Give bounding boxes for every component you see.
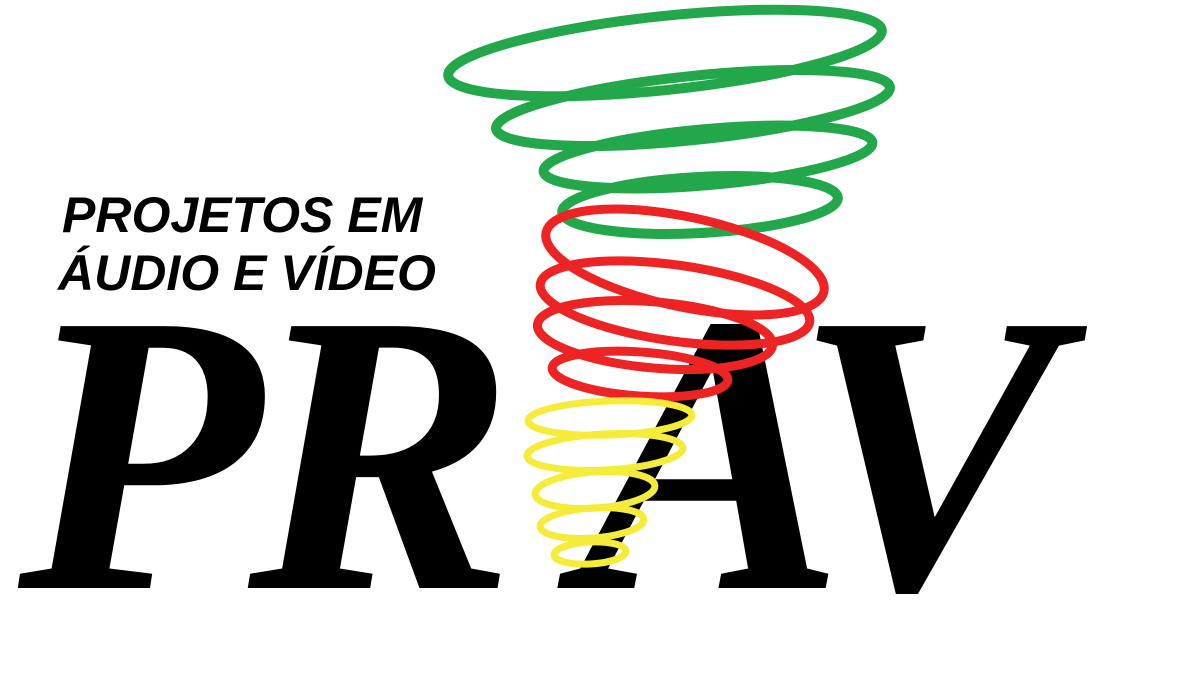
logo-mark-av: AV bbox=[578, 232, 1060, 675]
tagline-line-2: ÁUDIO E VÍDEO bbox=[58, 245, 436, 301]
green-spiral-loops bbox=[443, 4, 895, 239]
tagline-line-1: PROJETOS EM bbox=[62, 187, 423, 243]
prav-logo: PROJETOS EM ÁUDIO E VÍDEO PR AV bbox=[18, 4, 1060, 654]
green-loop-2 bbox=[491, 65, 895, 151]
green-loop-3 bbox=[538, 120, 878, 194]
green-loop-4 bbox=[557, 171, 843, 239]
green-loop-1 bbox=[443, 4, 887, 102]
logo-mark-pr: PR bbox=[18, 232, 515, 675]
